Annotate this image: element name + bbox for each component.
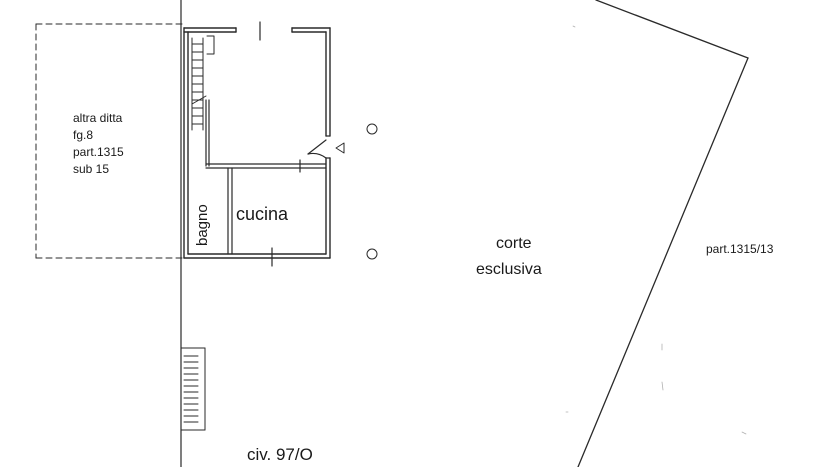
neighbor-unit-label: altra ditta fg.8 part.1315 sub 15 [73,110,124,178]
neighbor-parcel-text: part.1315 [73,145,124,159]
window-marks [259,21,301,267]
column-marker [366,123,378,135]
courtyard-label-line2: esclusiva [476,261,542,278]
interior-walls [205,99,327,255]
neighbor-owner-text: altra ditta [73,111,123,125]
adjacent-parcel-label: part.1315/13 [706,242,774,256]
room-label-kitchen: cucina [236,204,289,224]
internal-staircase [191,35,215,131]
scan-specks [565,25,747,435]
entrance-door [307,135,331,159]
adjacent-parcel-boundary [577,0,749,467]
unit-outer-walls [183,27,331,259]
neighbor-unit-outline [35,23,183,259]
entrance-arrow-icon [335,142,345,154]
civic-number-label: civ. 97/O [247,445,313,464]
room-label-bathroom: bagno [194,204,211,246]
external-staircase [180,347,206,431]
courtyard-label-line1: corte [496,235,532,252]
neighbor-sub-text: sub 15 [73,162,110,176]
column-marker [366,248,378,260]
neighbor-sheet-text: fg.8 [73,128,94,142]
